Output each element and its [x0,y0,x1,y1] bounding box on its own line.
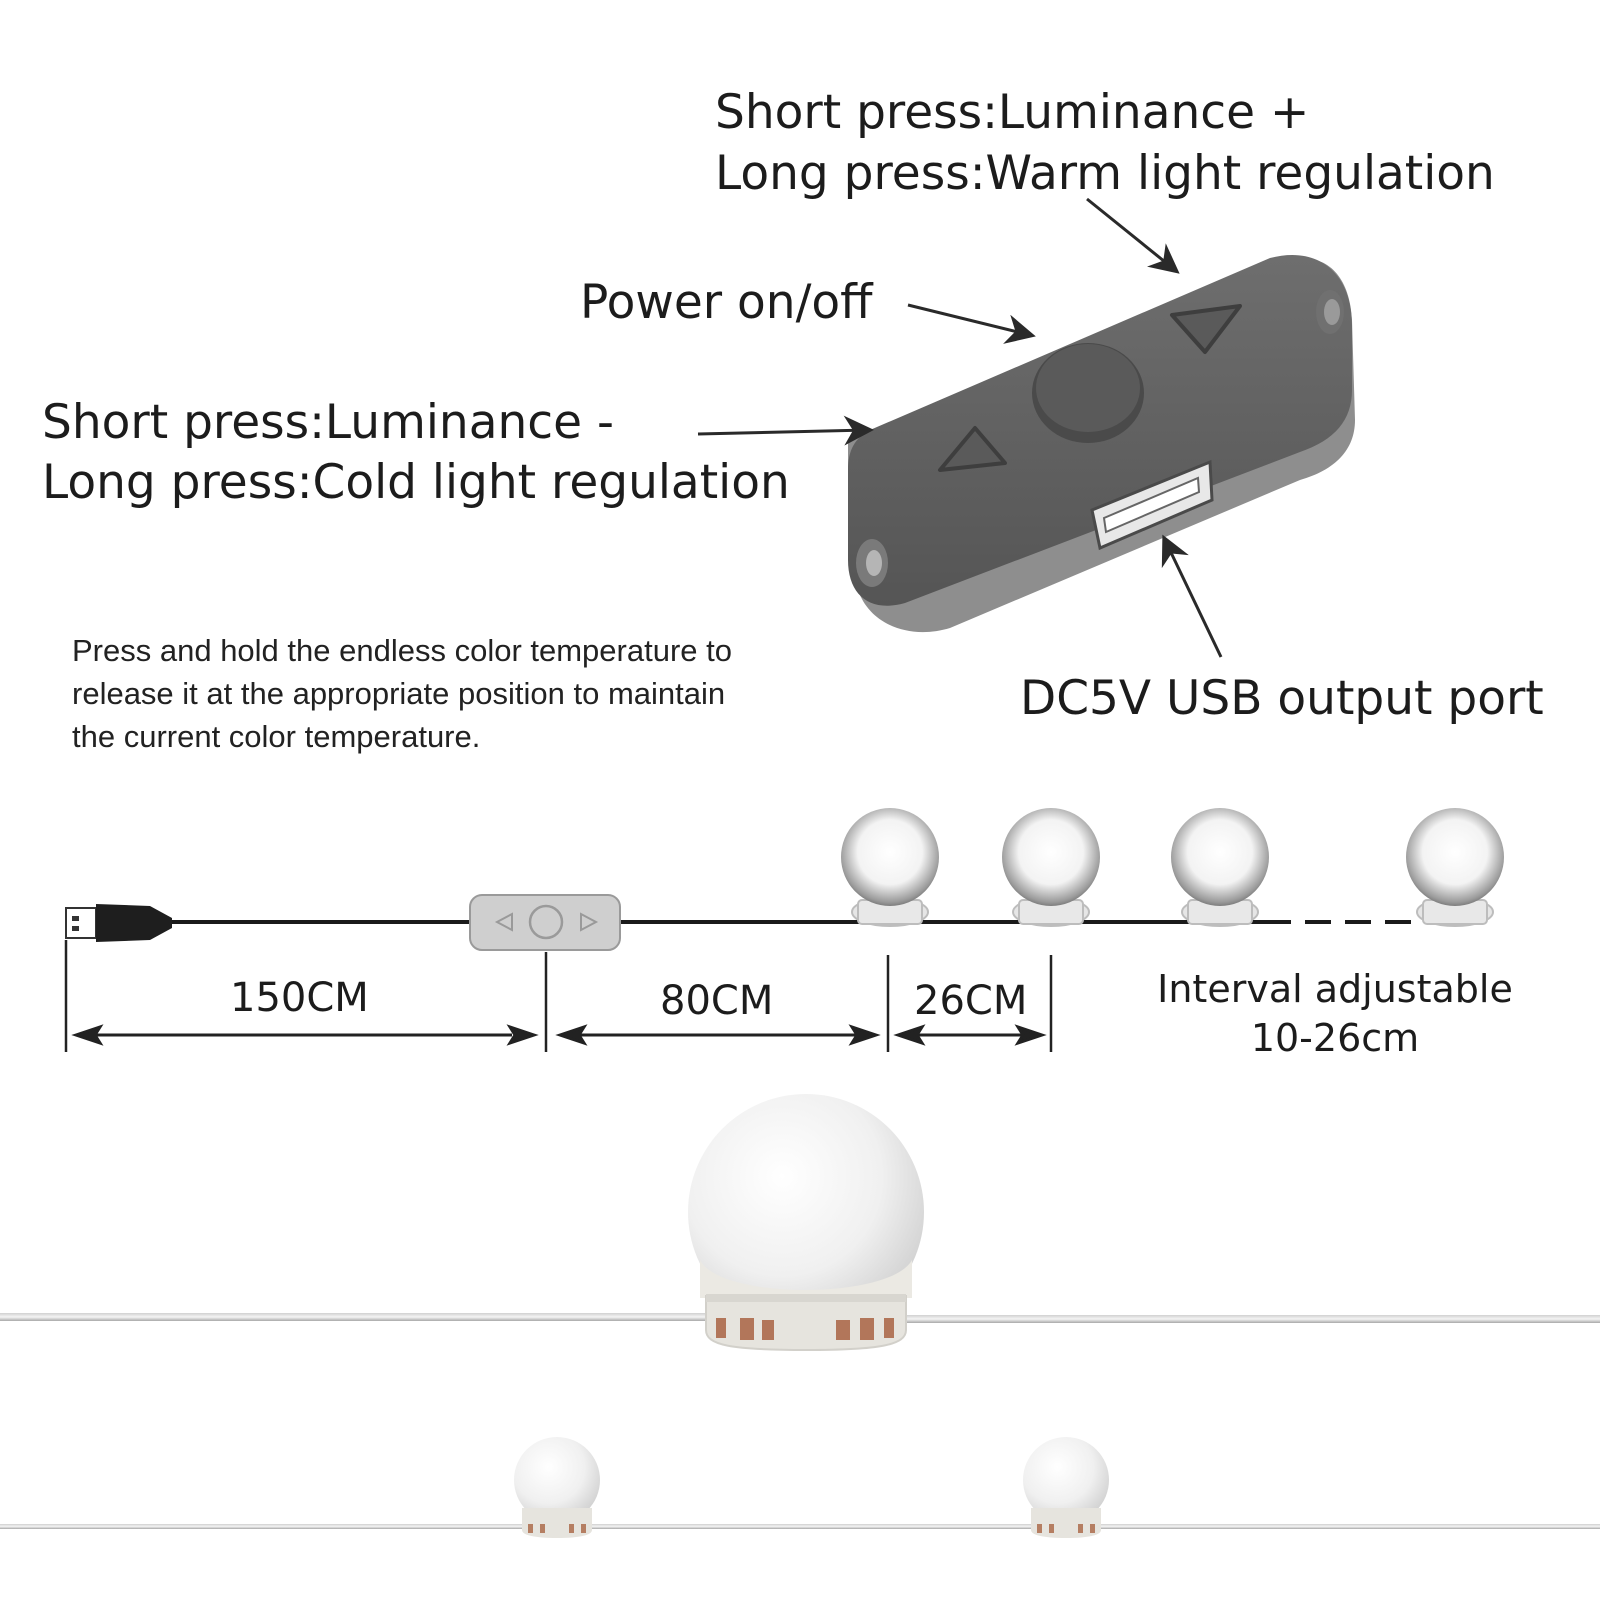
dimension-label-26: 26CM [914,978,1028,1024]
callout-brightness-up-line1: Short press:Luminance + [715,85,1310,140]
arrow-power [907,303,1036,344]
callout-brightness-up-line2: Long press:Warm light regulation [715,146,1495,201]
dimension-arrow-150 [71,1024,539,1046]
dimension-label-80: 80CM [660,978,774,1024]
arrow-usb-port [1161,534,1223,658]
callout-brightness-down-line1: Short press:Luminance - [42,395,614,450]
note-line1: Press and hold the endless color tempera… [72,633,732,668]
bulb-icon [1002,808,1100,927]
callout-power: Power on/off [580,275,873,330]
usb-port-icon [1090,459,1214,551]
inline-switch-icon [469,894,621,951]
brightness-down-triangle-icon [938,426,1007,472]
callout-brightness-down-line2: Long press:Cold light regulation [42,455,790,510]
interval-label-line1: Interval adjustable [1157,967,1513,1011]
bulb-icon [1406,808,1504,927]
dimension-arrow-80 [555,1024,881,1046]
controller-box [848,254,1355,633]
wire-rail [0,1524,1600,1529]
dimension-label-150: 150CM [230,975,369,1021]
wire-rail [0,1313,1600,1323]
large-bulb-icon [688,1094,924,1352]
bulb-icon [1171,808,1269,927]
arrow-brightness-up [1086,197,1180,274]
note-line3: the current color temperature. [72,719,481,754]
small-bulb-icon [1023,1437,1109,1538]
callout-usb-port: DC5V USB output port [1020,671,1544,726]
power-button-icon [1032,343,1144,443]
small-bulb-icon [514,1437,600,1538]
note-line2: release it at the appropriate position t… [72,676,726,711]
bulb-icon [841,808,939,927]
dimension-arrow-26 [893,1024,1047,1046]
brightness-up-triangle-icon [1170,304,1242,354]
usb-plug-icon [65,904,172,942]
interval-label-line2: 10-26cm [1250,1016,1420,1060]
arrow-brightness-down [697,415,874,446]
